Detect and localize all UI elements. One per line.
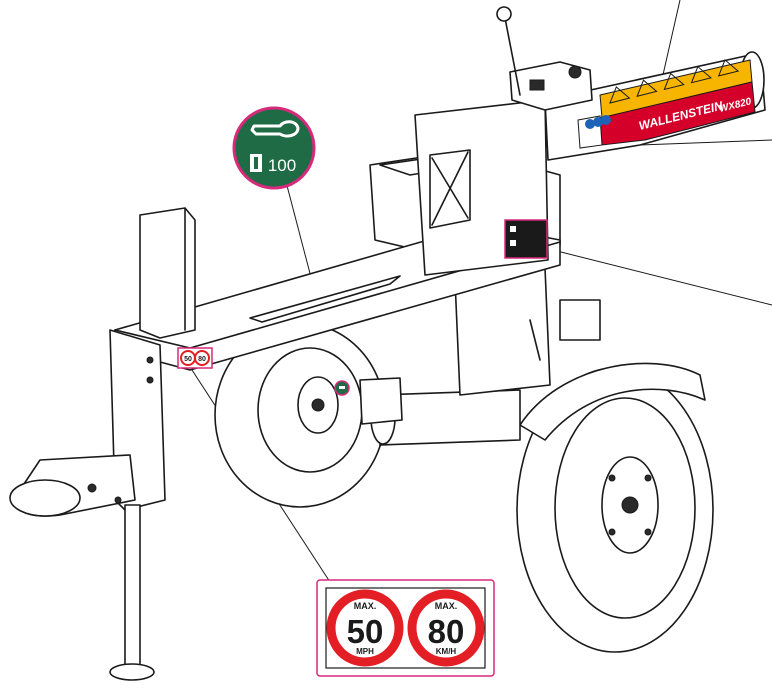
speed-limit-decal: MAX. 50 MPH MAX. 80 KM/H xyxy=(316,579,495,677)
splitting-wedge xyxy=(139,207,196,339)
read-manual-icon xyxy=(585,119,595,129)
left-wheel xyxy=(214,322,386,508)
sign-kmh-top: MAX. xyxy=(435,601,458,611)
badge-circle xyxy=(232,106,316,190)
badge-label: 100 xyxy=(268,156,296,175)
speed-sign-mph: MAX. 50 MPH xyxy=(326,589,404,667)
control-valve xyxy=(496,6,593,111)
lever-knob xyxy=(496,6,512,22)
small-speed-decal: 50 80 xyxy=(177,347,213,369)
speed-sign-kmh: MAX. 80 KM/H xyxy=(407,589,485,667)
gloves-icon xyxy=(601,115,611,125)
small-speed-value-2: 80 xyxy=(198,356,206,363)
jack-foot xyxy=(109,663,155,681)
manual-decal xyxy=(504,219,548,259)
pump-coupling xyxy=(359,377,403,425)
sign-mph-value: 50 xyxy=(347,613,384,650)
beam-slot xyxy=(249,275,401,323)
sign-mph-top: MAX. xyxy=(354,601,377,611)
jack-post xyxy=(124,504,141,669)
right-wheel xyxy=(516,367,714,653)
small-hub-badge xyxy=(334,380,350,396)
sign-kmh-value: 80 xyxy=(428,613,465,650)
hitch-badge: 100 xyxy=(232,106,316,190)
cylinder-decal: WALLENSTEIN WX820 xyxy=(577,59,756,149)
control-lever xyxy=(504,17,521,96)
hydraulic-pump xyxy=(559,299,601,341)
fender xyxy=(519,362,706,441)
sign-kmh-unit: KM/H xyxy=(436,647,457,656)
hitch-ball-icon xyxy=(250,120,300,138)
bolt-torque-icon xyxy=(250,154,262,172)
sign-mph-unit: MPH xyxy=(356,647,374,656)
small-speed-value-1: 50 xyxy=(184,356,192,363)
callout-line-right-mid xyxy=(544,247,772,306)
callout-line-right-top xyxy=(639,139,772,146)
eye-protection-icon xyxy=(593,117,603,127)
